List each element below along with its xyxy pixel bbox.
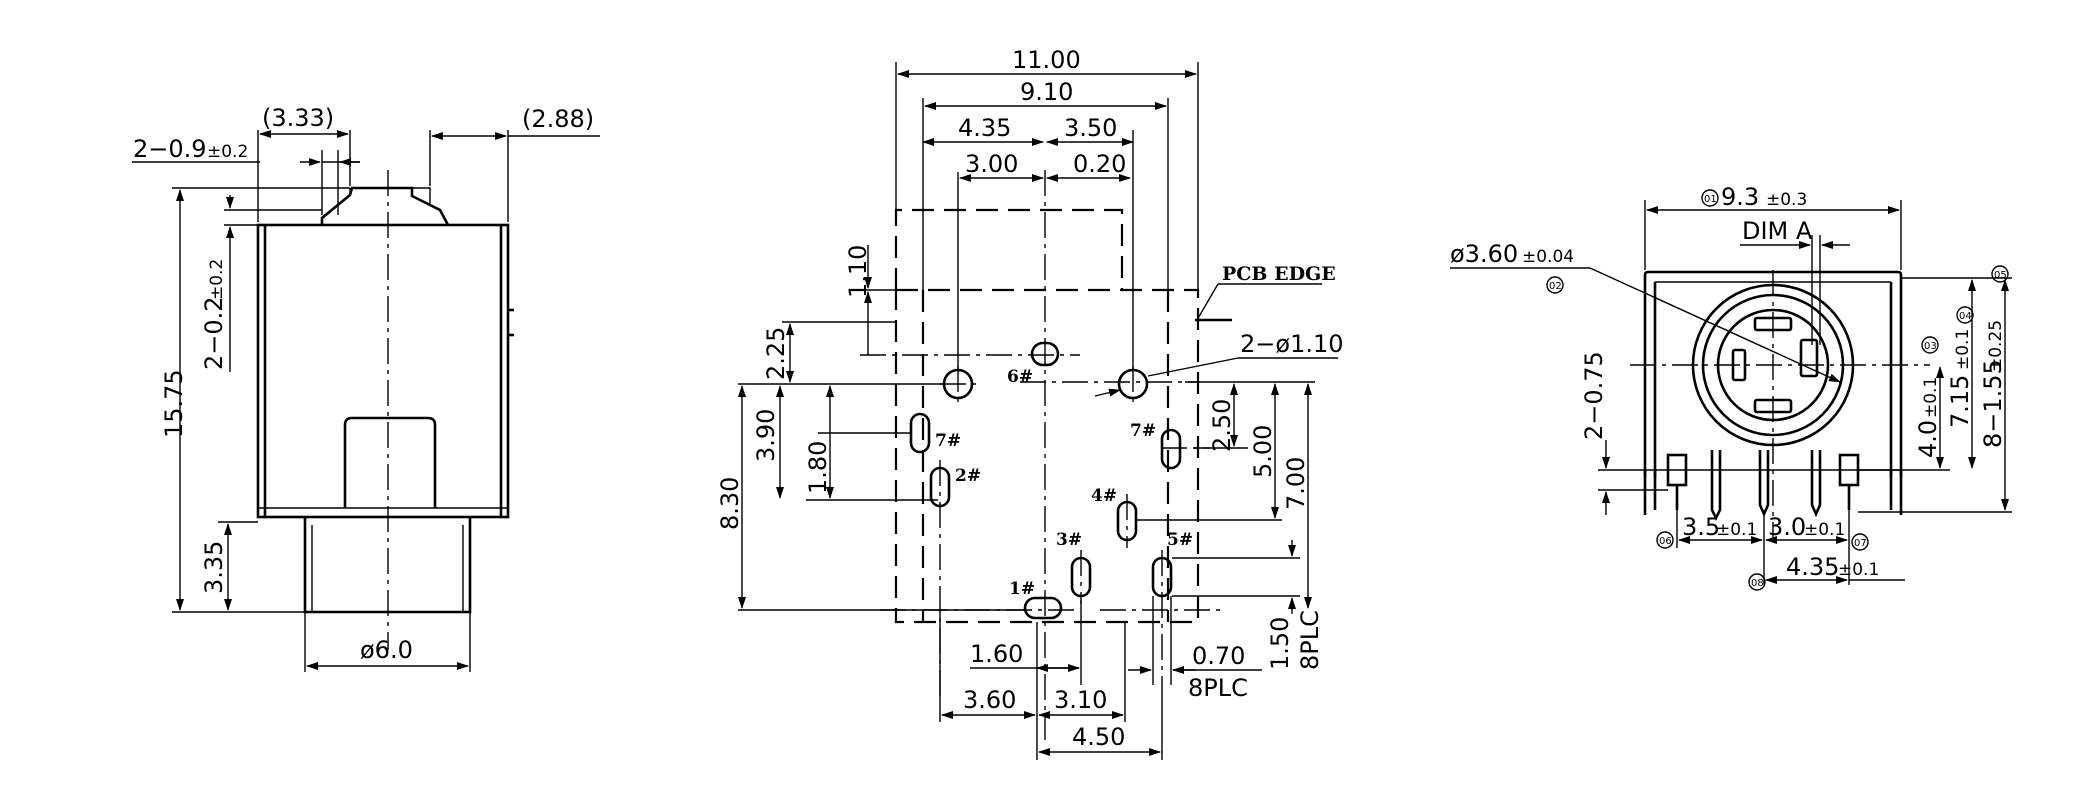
dim-5-00: 5.00: [1249, 425, 1277, 478]
dim-3-0-tol: ±0.1: [1804, 520, 1845, 540]
dim-pin-pitch: 2−0.9: [133, 135, 207, 163]
pin-label-4: 4#: [1091, 486, 1117, 506]
dim-tab-height-tol: ±0.2: [207, 259, 227, 300]
dim-8plc-v: 8PLC: [1296, 610, 1324, 670]
dim-8-155-tol: ±0.25: [1986, 320, 2006, 372]
dim-front-width: 9.3: [1721, 183, 1759, 211]
bubble-4: 04: [1959, 311, 1972, 322]
dim-nose-height: 3.35: [200, 541, 228, 594]
dim-4-35: 4.35: [1786, 553, 1839, 581]
dim-bore: ø3.60: [1450, 240, 1518, 268]
dim-tab-height: 2−0.2: [200, 296, 228, 370]
dim-2-25: 2.25: [762, 327, 790, 380]
dim-nose-diameter: ø6.0: [360, 636, 413, 664]
dim-0-70: 0.70: [1192, 642, 1245, 670]
front-view: 01 9.3 ±0.3 DIM A ø3.60 ±0.04 02 2−0.75 …: [1450, 183, 2012, 591]
dim-4-0-tol: ±0.1: [1921, 377, 1941, 418]
dim-overall-height: 15.75: [160, 369, 188, 438]
dim-4-0: 4.0: [1914, 420, 1942, 458]
pin-label-7-right: 7#: [1130, 421, 1156, 441]
bubble-8: 08: [1751, 578, 1764, 589]
dim-width-outer: 11.00: [1012, 46, 1081, 74]
dim-3-90: 3.90: [752, 409, 780, 462]
dim-1-60: 1.60: [970, 640, 1023, 668]
dim-right-offset-mid: 3.50: [1064, 114, 1117, 142]
dim-2-50: 2.50: [1208, 399, 1236, 452]
pin-label-5: 5#: [1167, 530, 1193, 550]
pin-label-3: 3#: [1056, 530, 1082, 550]
side-view: 2−0.9 ±0.2 (3.33) (2.88) 2−0.2 ±0.2 15.7…: [132, 104, 600, 672]
dim-1-50: 1.50: [1266, 617, 1294, 670]
dim-edge-v: 1.10: [844, 245, 872, 298]
dim-left-small: 3.00: [965, 150, 1018, 178]
note-holes: 2−ø1.10: [1240, 330, 1344, 358]
dim-1-80: 1.80: [804, 441, 832, 494]
dim-3-0: 3.0: [1768, 513, 1806, 541]
dim-width-inner: 9.10: [1020, 78, 1073, 106]
dim-3-60: 3.60: [963, 686, 1016, 714]
dim-7-15-tol: ±0.1: [1953, 329, 1973, 370]
bubble-7: 07: [1854, 538, 1867, 549]
dim-right-offset: (2.88): [522, 105, 594, 133]
dim-3-5-tol: ±0.1: [1716, 520, 1757, 540]
dim-3-5: 3.5: [1682, 513, 1720, 541]
slot-pin-7-right: [1160, 428, 1182, 470]
side-body: [256, 223, 510, 519]
dim-7-00: 7.00: [1282, 457, 1310, 510]
note-pcb-edge: PCB EDGE: [1222, 263, 1336, 285]
pin-label-1: 1#: [1009, 579, 1035, 599]
bubble-1: 01: [1704, 194, 1717, 205]
dim-right-small: 0.20: [1073, 150, 1126, 178]
bubble-2: 02: [1549, 281, 1562, 292]
bubble-6: 06: [1659, 536, 1672, 547]
footprint-view: 6# 7# 7# 2# 4# 3# 5# 1# 11.00 9.10 4.35 …: [716, 46, 1344, 760]
bubble-3: 03: [1924, 341, 1937, 352]
dim-2-075: 2−0.75: [1580, 351, 1608, 440]
dim-a-label: DIM A: [1742, 217, 1813, 245]
slot-pin-7-left: [909, 412, 931, 454]
pin-label-6: 6#: [1007, 367, 1033, 387]
slot-pin-6: [1030, 341, 1060, 367]
dim-top-offset: (3.33): [262, 104, 334, 132]
dim-left-offset: 4.35: [958, 114, 1011, 142]
slot-pin-1: [1023, 596, 1063, 620]
dim-8plc-h: 8PLC: [1188, 674, 1248, 702]
dim-4-35-tol: ±0.1: [1838, 560, 1879, 580]
dim-8-155: 8−1.55: [1979, 359, 2007, 448]
dim-front-width-tol: ±0.3: [1766, 190, 1807, 210]
pin-label-2: 2#: [955, 466, 981, 486]
bubble-5: 05: [1994, 270, 2007, 281]
dim-pin-pitch-tol: ±0.2: [207, 142, 248, 162]
dim-8-30: 8.30: [716, 477, 744, 530]
dim-3-10: 3.10: [1054, 686, 1107, 714]
pin-label-7-left: 7#: [935, 431, 961, 451]
dim-4-50: 4.50: [1072, 723, 1125, 751]
dim-bore-tol: ±0.04: [1522, 247, 1574, 267]
dim-7-15: 7.15: [1946, 375, 1974, 428]
